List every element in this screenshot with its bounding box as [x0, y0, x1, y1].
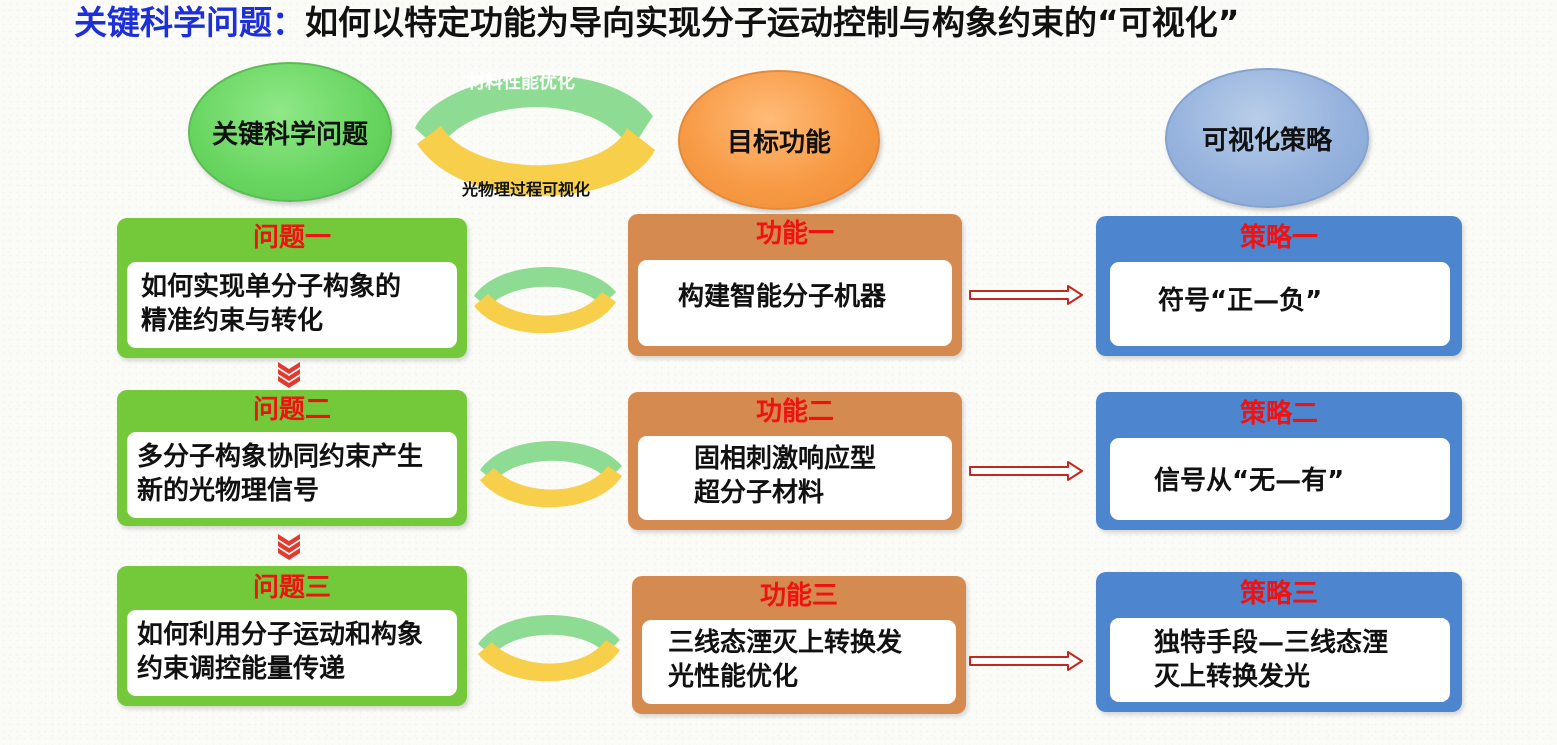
function-3-line-2: 光性能优化	[668, 662, 799, 692]
problem-panel-2: 问题二 多分子构象协同约束产生 新的光物理信号	[117, 390, 467, 526]
problem-panel-1: 问题一 如何实现单分子构象的 精准约束与转化	[117, 218, 467, 358]
header-visualization-strategy: 可视化策略	[1165, 68, 1369, 208]
function-3-line-1: 三线态湮灭上转换发	[668, 628, 903, 658]
strategy-3-line-1: 独特手段—三线态湮	[1154, 628, 1389, 658]
problem-heading-3: 问题三	[252, 573, 331, 603]
problem-2-line-2: 新的光物理信号	[137, 476, 320, 506]
cycle-arrows-icon	[478, 614, 620, 682]
function-2-line-1: 固相刺激响应型	[694, 444, 877, 474]
function-2-line-2: 超分子材料	[694, 478, 825, 508]
page-title: 关键科学问题：如何以特定功能为导向实现分子运动控制与构象约束的“可视化”	[74, 2, 1239, 44]
function-text-3: 三线态湮灭上转换发 光性能优化	[642, 620, 956, 704]
header-visualization-strategy-label: 可视化策略	[1201, 125, 1332, 156]
strategy-heading-2: 策略二	[1239, 399, 1318, 429]
function-heading-3: 功能三	[759, 581, 838, 611]
header-key-problems-label: 关键科学问题	[211, 119, 368, 150]
function-text-1: 构建智能分子机器	[638, 260, 952, 346]
strategy-text-1: 符号“正—负”	[1110, 262, 1450, 346]
function-text-2: 固相刺激响应型 超分子材料	[638, 436, 952, 520]
problem-panel-3: 问题三 如何利用分子运动和构象 约束调控能量传递	[117, 566, 467, 706]
problem-1-line-2: 精准约束与转化	[141, 306, 324, 336]
problem-2-line-1: 多分子构象协同约束产生	[137, 442, 424, 472]
problem-heading-1: 问题一	[252, 223, 331, 253]
function-panel-1: 功能一 构建智能分子机器	[628, 214, 962, 356]
problem-3-line-2: 约束调控能量传递	[137, 654, 346, 684]
function-1-line-1: 构建智能分子机器	[678, 282, 887, 312]
problem-3-line-1: 如何利用分子运动和构象	[137, 620, 424, 650]
double-right-arrow-icon	[969, 461, 1083, 481]
function-heading-1: 功能一	[755, 219, 834, 249]
strategy-heading-1: 策略一	[1239, 223, 1318, 253]
strategy-2-line-1: 信号从“无—有”	[1154, 466, 1345, 496]
header-target-function: 目标功能	[678, 70, 880, 210]
strategy-text-2: 信号从“无—有”	[1110, 438, 1450, 520]
cycle-arrows-icon	[415, 75, 655, 196]
problem-text-3: 如何利用分子运动和构象 约束调控能量传递	[127, 610, 457, 696]
cycle-top-label: 材料性能优化	[467, 72, 575, 93]
double-right-arrow-icon	[969, 285, 1083, 305]
strategy-panel-2: 策略二 信号从“无—有”	[1096, 392, 1462, 530]
strategy-3-line-2: 灭上转换发光	[1154, 662, 1311, 692]
cycle-bottom-label: 光物理过程可视化	[462, 180, 591, 199]
header-target-function-label: 目标功能	[726, 127, 831, 158]
strategy-panel-3: 策略三 独特手段—三线态湮 灭上转换发光	[1096, 572, 1462, 712]
strategy-heading-3: 策略三	[1239, 579, 1318, 609]
problem-text-2: 多分子构象协同约束产生 新的光物理信号	[127, 432, 457, 518]
problem-text-1: 如何实现单分子构象的 精准约束与转化	[127, 262, 457, 348]
cycle-arrows-icon	[474, 266, 616, 334]
function-heading-2: 功能二	[755, 397, 834, 427]
title-key: 关键科学问题：	[74, 3, 305, 42]
triple-chevron-down-icon	[278, 534, 300, 560]
problem-1-line-1: 如何实现单分子构象的	[141, 272, 402, 302]
double-right-arrow-icon	[969, 651, 1083, 671]
strategy-panel-1: 策略一 符号“正—负”	[1096, 216, 1462, 356]
strategy-1-line-1: 符号“正—负”	[1158, 286, 1323, 316]
problem-heading-2: 问题二	[252, 395, 331, 425]
strategy-text-3: 独特手段—三线态湮 灭上转换发光	[1110, 618, 1450, 702]
function-panel-3: 功能三 三线态湮灭上转换发 光性能优化	[632, 576, 966, 714]
cycle-arrows-icon	[480, 440, 622, 508]
header-key-problems: 关键科学问题	[188, 62, 392, 202]
triple-chevron-down-icon	[278, 362, 300, 388]
function-panel-2: 功能二 固相刺激响应型 超分子材料	[628, 392, 962, 530]
title-text: 如何以特定功能为导向实现分子运动控制与构象约束的“可视化”	[305, 3, 1240, 42]
